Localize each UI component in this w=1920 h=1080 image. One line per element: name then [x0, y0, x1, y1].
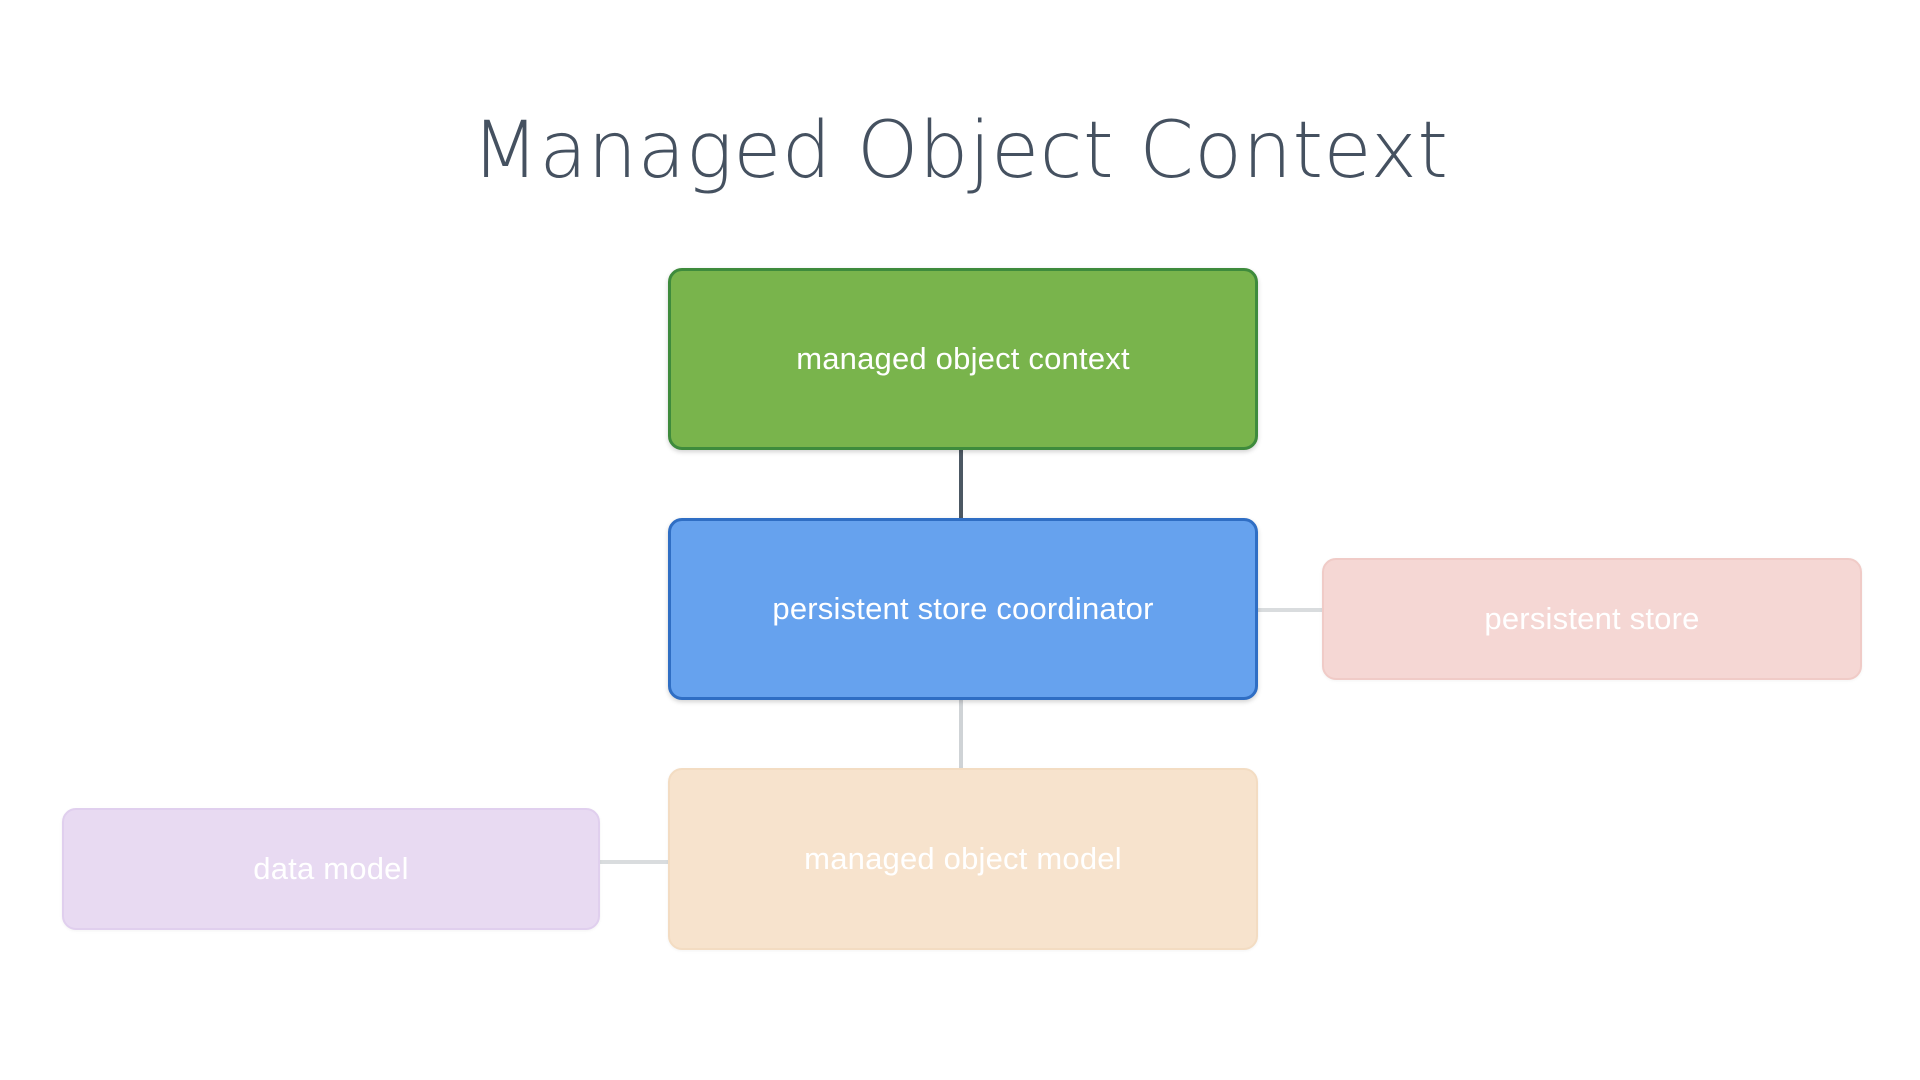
node-persistent-store[interactable]: persistent store: [1322, 558, 1862, 680]
page-title: Managed Object Context: [471, 106, 1449, 196]
connector-coordinator-to-model: [959, 698, 963, 770]
node-persistent-store-coordinator[interactable]: persistent store coordinator: [668, 518, 1258, 700]
node-label-persistent-store-coordinator: persistent store coordinator: [772, 591, 1154, 627]
node-managed-object-context[interactable]: managed object context: [668, 268, 1258, 450]
node-label-managed-object-model: managed object model: [804, 841, 1122, 877]
connector-coordinator-to-store: [1256, 608, 1324, 612]
node-label-persistent-store: persistent store: [1484, 601, 1700, 637]
node-label-managed-object-context: managed object context: [796, 341, 1130, 377]
node-data-model[interactable]: data model: [62, 808, 600, 930]
node-managed-object-model[interactable]: managed object model: [668, 768, 1258, 950]
connector-context-to-coordinator: [959, 448, 963, 520]
node-label-data-model: data model: [253, 851, 409, 887]
connector-datamodel-to-model: [598, 860, 670, 864]
